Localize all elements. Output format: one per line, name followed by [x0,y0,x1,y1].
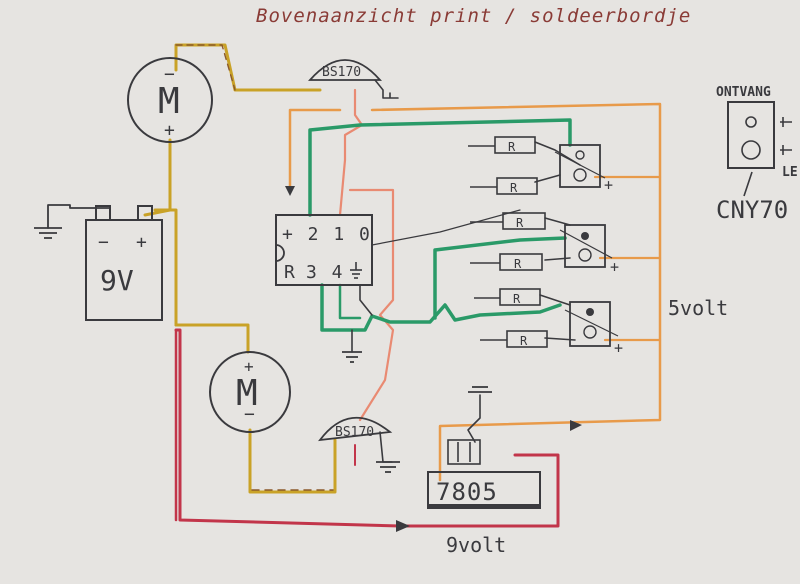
transistor-top: BS170 [308,59,382,81]
wire-transistor-bottom-ground [379,431,393,463]
wire-ic-to-pot [371,209,521,246]
motor-top: M − + [127,57,213,143]
wire-battery-ground [47,204,111,229]
ic-label-r: R [284,262,295,283]
ground-regulator [468,386,492,393]
sensor-module-1-plus: + [604,176,613,194]
wire-green-mid [338,283,362,320]
wire-green-upper [308,118,572,217]
wire-to-motor2 [174,323,250,354]
ground-battery [34,227,62,239]
transistor-bottom-label: BS170 [335,425,374,440]
motor-bottom-minus: − [244,404,255,425]
ground-ic [342,351,362,363]
arrow-marker [570,420,582,431]
ic-chip: + 2 1 0 R 3 4 [275,214,373,286]
wire-motor1-top [174,43,322,92]
sensor-module-1: + [554,144,613,194]
wire-5v-loop [288,102,662,482]
wire-green-left [320,283,562,332]
transistor-bottom: BS170 [318,417,393,442]
voltage-regulator: 7805 [427,439,541,509]
arrow-marker [396,520,410,532]
motor-top-plus: + [164,120,175,141]
resistor-1-label: R [508,140,516,154]
battery-plus: + [136,232,147,253]
cny70-part-label: CNY70 [716,196,788,224]
motor-bottom-letter: M [236,373,258,414]
label-9volt: 9volt [446,533,506,557]
battery-minus: − [98,232,109,253]
wire-motor1-top-brown [175,44,236,91]
sensor-module-3-plus: + [614,339,623,357]
resistor-4: R [470,253,543,271]
battery-label: 9V [100,264,134,297]
ic-pins-top: + 2 1 0 [282,224,372,245]
resistor-2: R [470,177,538,195]
wire-transistor-top-leg [374,79,399,99]
label-5volt: 5volt [668,296,728,320]
resistor-1: R [468,136,536,154]
motor-top-letter: M [158,81,180,122]
resistor-6-label: R [520,334,528,348]
motor-bottom: M + − [209,351,291,433]
wire-arrows [285,186,582,532]
transistor-top-label: BS170 [322,65,361,80]
resistor-4-label: R [514,257,522,271]
diagram-title: Bovenaanzicht print / soldeerbordje [256,5,691,27]
wire-resistor-row5 [539,294,571,306]
wire-green-right [433,236,567,320]
wire-resistor-row3 [544,217,571,226]
arrow-marker [285,186,295,196]
resistor-6: R [480,330,548,348]
battery-9v: − + 9V [85,205,163,321]
ic-pins-bottom: 3 4 [306,262,345,283]
wire-resistor-row4 [544,257,571,261]
ic-ground-mark [350,262,362,279]
wire-regulator-ground [467,394,481,443]
cny70-sensor: ONTVANG LE CNY70 [716,85,798,224]
motor-top-minus: − [164,64,175,85]
regulator-label: 7805 [436,478,498,506]
resistor-5-label: R [513,292,521,306]
resistor-2-label: R [510,181,518,195]
wire-ground-ic [351,284,373,353]
wire-motor2-bottom [248,428,337,494]
cny70-side-label: LE [782,165,798,180]
sensor-module-3: + [564,301,623,357]
motor-bottom-plus: + [244,357,254,376]
wire-signal-mid [348,188,395,422]
wire-resistor-row2 [534,174,561,183]
sensor-module-2: + [559,224,619,276]
sensor-module-2-plus: + [610,258,619,276]
cny70-top-label: ONTVANG [716,85,771,100]
resistor-5: R [474,288,541,306]
wire-motor1-to-battery [143,138,172,217]
resistor-3: R [470,212,546,230]
ground-transistor-bottom [376,461,400,473]
resistor-3-label: R [516,216,524,230]
wire-battery-plus [153,208,178,327]
wire-signal-top [338,88,364,217]
